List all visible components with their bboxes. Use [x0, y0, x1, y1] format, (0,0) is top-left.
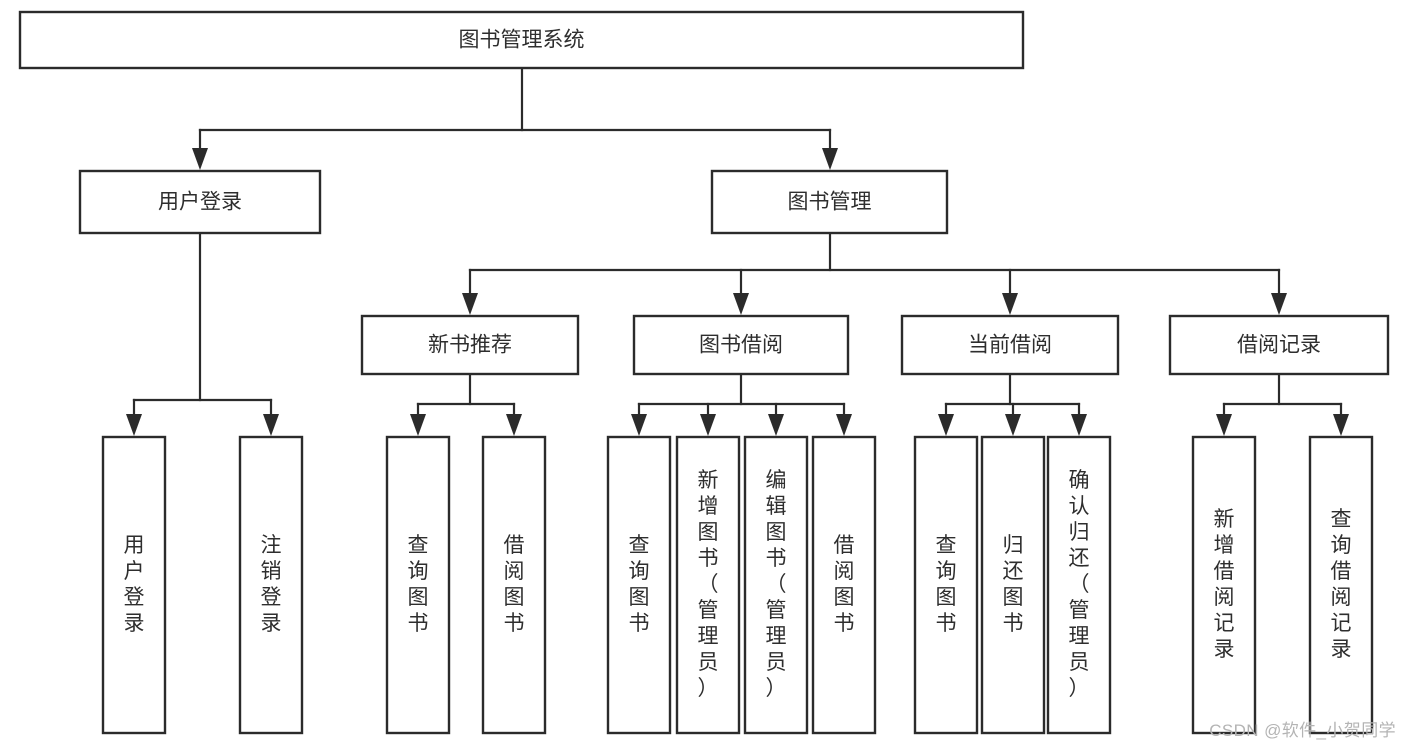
node-box[interactable]: [1168, 314, 1390, 376]
arrow-head-icon: [1005, 414, 1021, 436]
node-label: 借阅图书: [834, 534, 855, 635]
node-box[interactable]: [1046, 435, 1112, 735]
node-label: 借阅图书: [504, 534, 525, 635]
node-leaf-add-book-admin[interactable]: 新增图书（管理员）: [675, 435, 741, 735]
arrow-head-icon: [263, 414, 279, 436]
arrow-head-icon: [506, 414, 522, 436]
node-book-borrow[interactable]: 图书借阅: [632, 314, 850, 376]
node-label: 用户登录: [158, 191, 242, 214]
node-label: 新书推荐: [428, 334, 512, 357]
node-boxes-layer: 图书管理系统用户登录图书管理新书推荐图书借阅当前借阅借阅记录用户登录注销登录查询…: [18, 10, 1390, 735]
node-box[interactable]: [360, 314, 580, 376]
arrow-head-icon: [836, 414, 852, 436]
node-label: 编辑图书（管理员）: [766, 469, 787, 700]
node-label: 图书借阅: [699, 334, 783, 357]
arrow-head-icon: [938, 414, 954, 436]
node-book-manage[interactable]: 图书管理: [710, 169, 949, 235]
arrow-head-icon: [462, 293, 478, 315]
node-label: 查询图书: [936, 534, 957, 635]
node-box[interactable]: [811, 435, 877, 735]
node-box[interactable]: [1308, 435, 1374, 735]
node-leaf-edit-book-admin[interactable]: 编辑图书（管理员）: [743, 435, 809, 735]
node-box[interactable]: [900, 314, 1120, 376]
node-leaf-user-login[interactable]: 用户登录: [101, 435, 167, 735]
connector-group-book-manage: [462, 231, 1287, 315]
arrow-head-icon: [822, 148, 838, 170]
arrow-head-icon: [1271, 293, 1287, 315]
arrow-head-icon: [700, 414, 716, 436]
node-leaf-query-book-1[interactable]: 查询图书: [385, 435, 451, 735]
node-leaf-return-book[interactable]: 归还图书: [980, 435, 1046, 735]
node-box[interactable]: [238, 435, 304, 735]
node-box[interactable]: [481, 435, 547, 735]
node-label: 注销登录: [261, 534, 282, 635]
node-label: 用户登录: [124, 534, 145, 635]
connector-group-current-borrow: [938, 372, 1087, 436]
arrow-head-icon: [1216, 414, 1232, 436]
node-label: 归还图书: [1003, 534, 1024, 635]
node-label: 新增图书（管理员）: [698, 469, 719, 700]
node-box[interactable]: [675, 435, 741, 735]
node-label: 确认归还（管理员）: [1069, 469, 1090, 700]
connector-group-new-book-recommend: [410, 372, 522, 436]
node-leaf-logout-login[interactable]: 注销登录: [238, 435, 304, 735]
node-box[interactable]: [710, 169, 949, 235]
arrow-head-icon: [768, 414, 784, 436]
node-new-book-recommend[interactable]: 新书推荐: [360, 314, 580, 376]
node-leaf-query-book-3[interactable]: 查询图书: [913, 435, 979, 735]
node-leaf-confirm-return[interactable]: 确认归还（管理员）: [1046, 435, 1112, 735]
arrow-head-icon: [733, 293, 749, 315]
node-box[interactable]: [101, 435, 167, 735]
arrow-head-icon: [631, 414, 647, 436]
arrow-head-icon: [192, 148, 208, 170]
node-box[interactable]: [606, 435, 672, 735]
arrow-head-icon: [1002, 293, 1018, 315]
node-label: 新增借阅记录: [1214, 508, 1235, 661]
arrow-head-icon: [1333, 414, 1349, 436]
connector-group-borrow-record: [1216, 372, 1349, 436]
arrow-head-icon: [126, 414, 142, 436]
connector-group-book-borrow: [631, 372, 852, 436]
node-label: 当前借阅: [968, 334, 1052, 357]
node-box[interactable]: [913, 435, 979, 735]
node-label: 借阅记录: [1237, 334, 1321, 357]
node-current-borrow[interactable]: 当前借阅: [900, 314, 1120, 376]
connector-group-root: [192, 66, 838, 170]
connector-group-user-login: [126, 231, 279, 436]
node-leaf-borrow-book-2[interactable]: 借阅图书: [811, 435, 877, 735]
node-borrow-record[interactable]: 借阅记录: [1168, 314, 1390, 376]
node-leaf-query-borrow-rec[interactable]: 查询借阅记录: [1308, 435, 1374, 735]
node-label: 图书管理系统: [459, 29, 585, 52]
node-user-login[interactable]: 用户登录: [78, 169, 322, 235]
node-box[interactable]: [385, 435, 451, 735]
node-box[interactable]: [1191, 435, 1257, 735]
node-box[interactable]: [78, 169, 322, 235]
connector-lines-layer: [126, 66, 1349, 436]
node-box[interactable]: [18, 10, 1025, 70]
node-box[interactable]: [632, 314, 850, 376]
node-label: 查询图书: [629, 534, 650, 635]
node-leaf-query-book-2[interactable]: 查询图书: [606, 435, 672, 735]
node-label: 图书管理: [788, 191, 872, 214]
node-box[interactable]: [980, 435, 1046, 735]
node-label: 查询借阅记录: [1331, 508, 1352, 661]
node-leaf-add-borrow-rec[interactable]: 新增借阅记录: [1191, 435, 1257, 735]
node-box[interactable]: [743, 435, 809, 735]
arrow-head-icon: [1071, 414, 1087, 436]
node-label: 查询图书: [408, 534, 429, 635]
node-root[interactable]: 图书管理系统: [18, 10, 1025, 70]
arrow-head-icon: [410, 414, 426, 436]
node-leaf-borrow-book-1[interactable]: 借阅图书: [481, 435, 547, 735]
